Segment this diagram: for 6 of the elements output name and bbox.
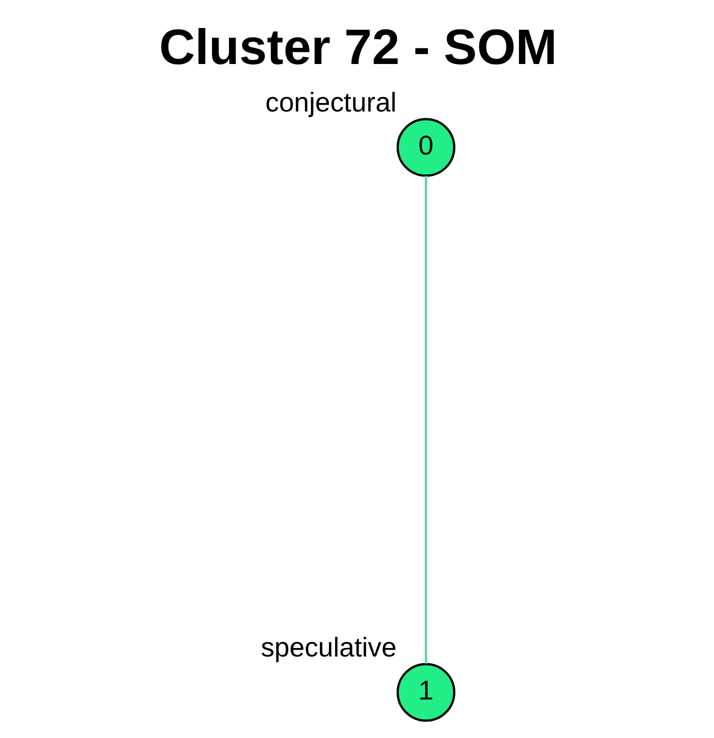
node-circle: 1: [396, 662, 456, 722]
node-label: conjectural: [265, 86, 397, 118]
node-label: speculative: [260, 631, 397, 662]
connector: [424, 176, 428, 664]
diagram-title: Cluster 72 - SOM: [159, 18, 558, 75]
node-circle: 0: [396, 118, 456, 177]
